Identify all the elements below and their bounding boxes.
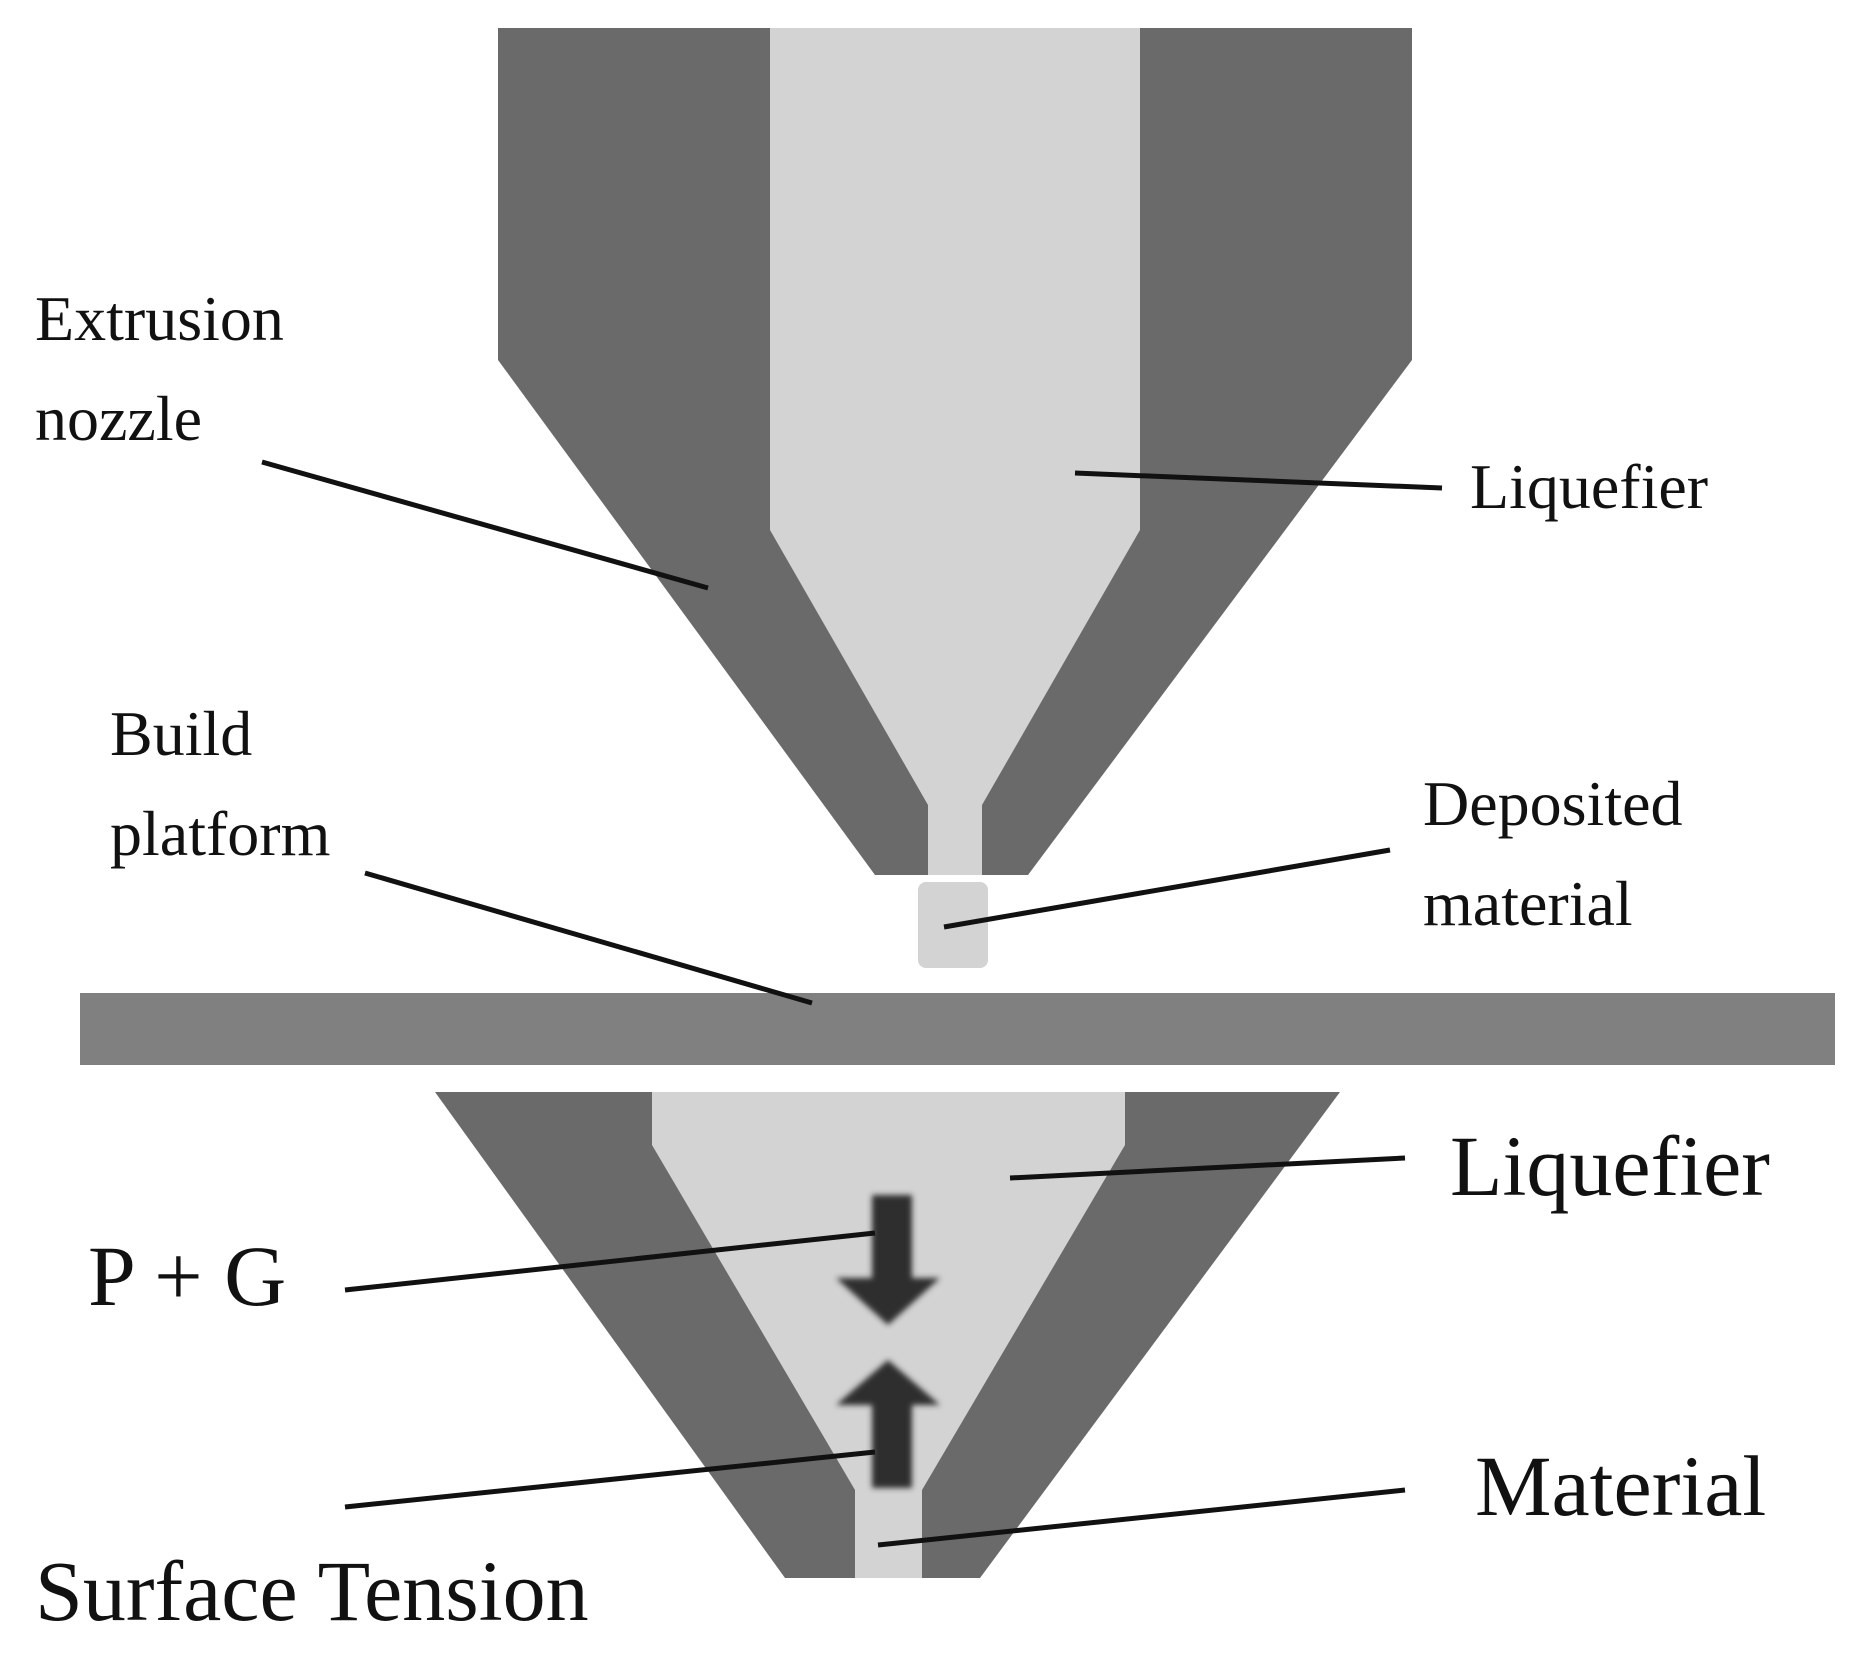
arrow-up-shape [836,1360,940,1488]
label-deposited-material: Deposited material [1423,768,1699,939]
arrow-up-icon [836,1360,940,1488]
upper-nozzle [498,28,1412,968]
label-extrusion-nozzle: Extrusion nozzle [35,283,300,454]
label-liquefier-top: Liquefier [1470,451,1708,522]
leader-lines [261,459,1443,1548]
build-platform-bar [80,993,1835,1065]
leader-surface-tension [344,1449,876,1510]
arrow-down-icon [836,1195,940,1325]
lower-nozzle [435,1092,1340,1578]
label-p-plus-g: P + G [88,1228,286,1324]
label-material: Material [1475,1438,1766,1534]
leader-material [877,1487,1406,1548]
labels: Extrusion nozzle Liquefier Build platfor… [35,283,1770,1639]
lower-liquefier [652,1092,1125,1578]
leader-liquefier-bottom [1009,1155,1406,1181]
upper-liquefier [770,28,1140,875]
leader-deposited-material [943,847,1391,930]
leader-extrusion-nozzle [261,459,709,591]
leader-liquefier-top [1074,470,1443,491]
arrow-down-shape [836,1195,940,1325]
label-build-platform: Build platform [110,698,330,869]
label-liquefier-bottom: Liquefier [1450,1118,1770,1214]
leader-p-plus-g [344,1230,876,1293]
label-surface-tension: Surface Tension [35,1543,589,1639]
leader-build-platform [364,870,813,1006]
